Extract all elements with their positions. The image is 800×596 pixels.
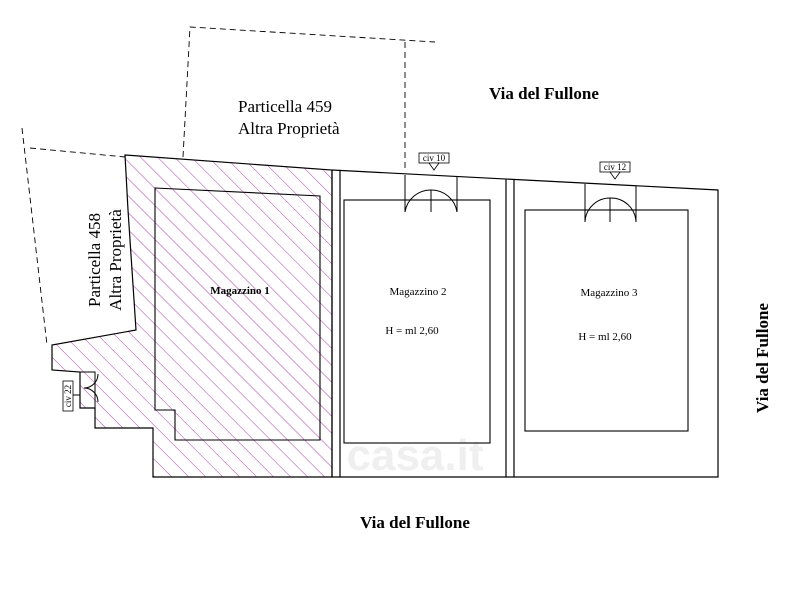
parcel-459-line2: Altra Proprietà: [238, 119, 340, 138]
svg-text:civ 22: civ 22: [63, 385, 73, 407]
property-boundary-dashed: [21, 26, 436, 346]
svg-text:civ 10: civ 10: [423, 153, 446, 163]
entry-civ-22: [66, 371, 99, 408]
magazzino-3-room: [524, 209, 689, 432]
magazzino-2-room: [343, 199, 491, 444]
magazzino-1-inner-wall: [154, 187, 321, 441]
street-label-bottom: Via del Fullone: [360, 513, 470, 532]
magazzino-1-label: Magazzino 1: [210, 285, 270, 297]
magazzino-3-label: Magazzino 3: [580, 287, 638, 299]
door-civ-10: [404, 175, 458, 213]
parcel-458-line2: Altra Proprietà: [106, 209, 125, 311]
svg-text:civ 12: civ 12: [604, 162, 626, 172]
street-label-right: Via del Fullone: [753, 303, 772, 413]
parcel-458-line1: Particella 458: [85, 213, 104, 307]
watermark: casa.it: [347, 431, 484, 480]
civic-tag-22: civ 22: [62, 380, 74, 412]
street-label-top: Via del Fullone: [489, 84, 599, 103]
magazzino-3-height: H = ml 2,60: [578, 331, 632, 343]
building-outline: [331, 169, 719, 478]
magazzino-2-height: H = ml 2,60: [385, 325, 439, 337]
magazzino-1-area: [51, 154, 333, 478]
door-civ-12: [584, 184, 637, 223]
civic-tag-12: civ 12: [599, 161, 631, 180]
parcel-459-line1: Particella 459: [238, 97, 332, 116]
magazzino-2-label: Magazzino 2: [389, 286, 446, 298]
civic-tag-10: civ 10: [418, 152, 450, 171]
